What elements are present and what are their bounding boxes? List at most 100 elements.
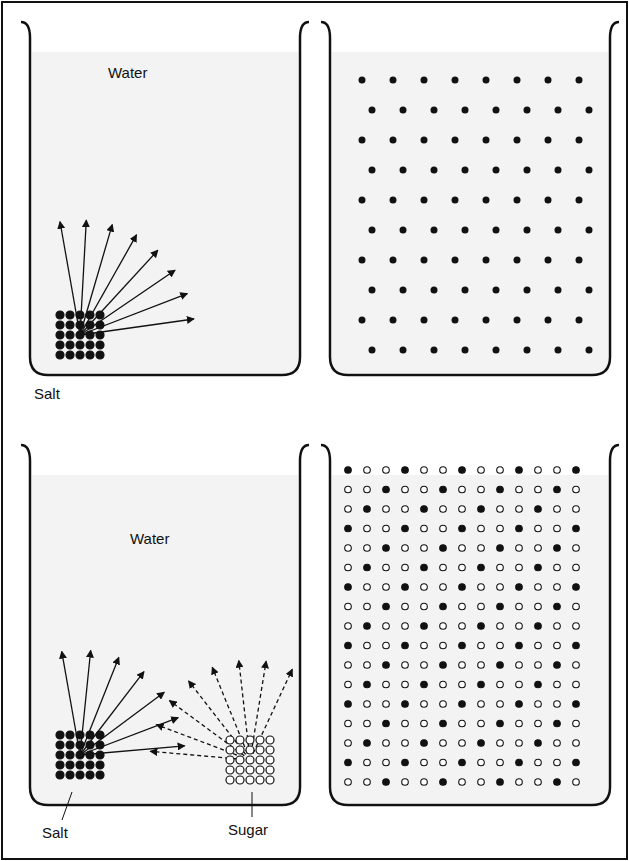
sugar-particle	[383, 467, 390, 474]
sugar-particle	[364, 486, 371, 493]
sugar-particle	[573, 506, 580, 513]
salt-particle	[497, 545, 504, 552]
sugar-particle	[516, 545, 523, 552]
salt-particle	[96, 751, 104, 759]
salt-particle	[535, 506, 542, 513]
sugar-particle	[554, 759, 561, 766]
sugar-particle	[421, 525, 428, 532]
sugar-particle	[383, 701, 390, 708]
sugar-particle	[266, 746, 274, 754]
salt-particle	[576, 257, 583, 264]
salt-particle	[497, 720, 504, 727]
sugar-particle	[345, 506, 352, 513]
sugar-particle	[226, 776, 234, 784]
sugar-particle	[345, 603, 352, 610]
diffusion-arrow	[62, 652, 80, 755]
sugar-particle	[573, 740, 580, 747]
salt-particle	[86, 731, 94, 739]
sugar-particle	[256, 746, 264, 754]
sugar-particle	[516, 681, 523, 688]
salt-particle	[96, 331, 104, 339]
sugar-particle	[554, 642, 561, 649]
sugar-particle	[535, 525, 542, 532]
sugar-particle	[345, 720, 352, 727]
salt-particle	[76, 741, 84, 749]
salt-particle	[383, 662, 390, 669]
diffusion-arrow	[150, 751, 250, 760]
salt-particle	[421, 317, 428, 324]
salt-particle	[493, 167, 500, 174]
sugar-particle	[421, 467, 428, 474]
sugar-particle	[383, 740, 390, 747]
salt-particle	[76, 751, 84, 759]
diffusion-arrow	[250, 661, 266, 760]
salt-particle	[545, 197, 552, 204]
water	[332, 52, 608, 373]
salt-particle	[66, 751, 74, 759]
salt-particle	[514, 257, 521, 264]
label: Salt	[34, 385, 60, 403]
salt-particle	[545, 77, 552, 84]
salt-particle	[421, 564, 428, 571]
salt-particle	[555, 287, 562, 294]
sugar-particle	[573, 545, 580, 552]
sugar-particle	[478, 486, 485, 493]
sugar-particle	[516, 740, 523, 747]
sugar-particle	[478, 603, 485, 610]
sugar-particle	[459, 623, 466, 630]
sugar-particle	[345, 486, 352, 493]
sugar-particle	[573, 564, 580, 571]
sugar-particle	[226, 766, 234, 774]
salt-particle	[459, 759, 466, 766]
sugar-particle	[573, 662, 580, 669]
sugar-particle	[497, 584, 504, 591]
salt-particle	[383, 545, 390, 552]
beaker	[21, 22, 309, 375]
salt-particle	[524, 107, 531, 114]
salt-particle	[516, 701, 523, 708]
salt-particle	[440, 603, 447, 610]
sugar-particle	[478, 545, 485, 552]
diffusion-arrow	[80, 294, 187, 335]
sugar-particle	[440, 564, 447, 571]
salt-particle	[545, 137, 552, 144]
sugar-particle	[497, 642, 504, 649]
sugar-particle	[421, 720, 428, 727]
sugar-particle	[364, 720, 371, 727]
salt-particle	[96, 741, 104, 749]
diffusion-arrow	[80, 225, 112, 335]
label: Sugar	[228, 821, 268, 839]
salt-particle	[421, 137, 428, 144]
sugar-particle	[459, 564, 466, 571]
salt-particle	[359, 77, 366, 84]
sugar-particle	[345, 681, 352, 688]
sugar-particle	[554, 584, 561, 591]
sugar-particle	[364, 662, 371, 669]
sugar-particle	[266, 766, 274, 774]
label: Water	[108, 64, 147, 82]
salt-particle	[483, 77, 490, 84]
salt-particle	[96, 761, 104, 769]
salt-particle	[555, 227, 562, 234]
sugar-particle	[440, 701, 447, 708]
salt-particle	[431, 167, 438, 174]
diffusion-arrow	[212, 667, 250, 760]
salt-particle	[576, 197, 583, 204]
sugar-particle	[459, 681, 466, 688]
sugar-particle	[421, 642, 428, 649]
salt-particle	[478, 506, 485, 513]
salt-particle	[483, 317, 490, 324]
salt-particle	[383, 720, 390, 727]
salt-particle	[421, 681, 428, 688]
salt-particle	[345, 525, 352, 532]
sugar-particle	[364, 701, 371, 708]
diffusion-arrow	[80, 235, 137, 335]
sugar-particle	[573, 603, 580, 610]
beaker	[321, 445, 619, 805]
sugar-particle	[535, 603, 542, 610]
salt-particle	[514, 137, 521, 144]
sugar-particle	[383, 564, 390, 571]
sugar-particle	[516, 564, 523, 571]
salt-particle	[573, 642, 580, 649]
